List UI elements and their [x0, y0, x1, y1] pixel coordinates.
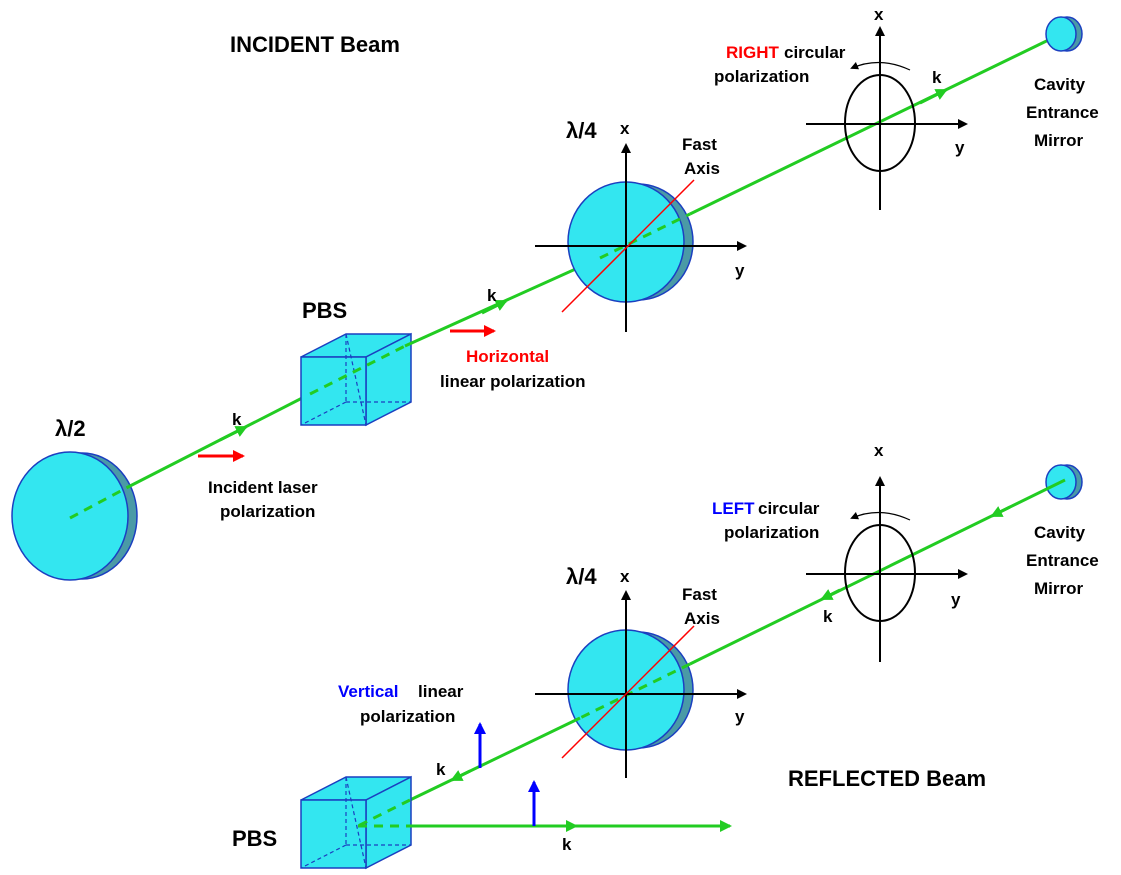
- incident-pol-text-1: Incident laser: [208, 478, 318, 497]
- fast-axis-text-1-reflected: Fast: [682, 585, 717, 604]
- qw-x-label-reflected: x: [620, 567, 630, 586]
- reflected-section: REFLECTED Beam Cavity Entrance Mirror k …: [232, 441, 1099, 870]
- k-label-1: k: [232, 410, 242, 429]
- beam-quarterwave-to-pbs-reflected: [409, 716, 581, 802]
- k-arrow-3: [919, 88, 948, 105]
- mirror-text-1-incident: Cavity: [1034, 75, 1086, 94]
- rotation-arrow-incident: [850, 61, 911, 71]
- circ-y-label-reflected: y: [951, 590, 961, 609]
- k-arrow-reflected-1: [820, 588, 841, 601]
- left-word: LEFT: [712, 499, 755, 518]
- k-arrow-2: [481, 299, 508, 315]
- k-label-reflected-3: k: [562, 835, 572, 854]
- beam-inside-halfwave: [69, 484, 131, 520]
- half-wave-plate: λ/2: [11, 416, 138, 581]
- circular-word-incident: circular: [784, 43, 846, 62]
- k-arrow-1: [219, 425, 248, 442]
- right-word: RIGHT: [726, 43, 780, 62]
- incident-pol-text-2: polarization: [220, 502, 315, 521]
- mirror-text-2-reflected: Entrance: [1026, 551, 1099, 570]
- mirror-text-2-incident: Entrance: [1026, 103, 1099, 122]
- pbs-cube-incident: PBS: [300, 298, 412, 427]
- reflected-title: REFLECTED Beam: [788, 766, 986, 791]
- qw-y-label-incident: y: [735, 261, 745, 280]
- circ-pol-word-reflected: polarization: [724, 523, 819, 542]
- beam-inside-quarterwave-reflected: [579, 662, 691, 720]
- half-wave-label: λ/2: [55, 416, 86, 441]
- cavity-mirror-incident: [1045, 16, 1083, 52]
- k-label-3: k: [932, 68, 942, 87]
- fast-axis-text-1-incident: Fast: [682, 135, 717, 154]
- qw-x-label-incident: x: [620, 119, 630, 138]
- fast-axis-line-reflected: [561, 625, 695, 759]
- mirror-text-3-reflected: Mirror: [1034, 579, 1084, 598]
- mirror-text-1-reflected: Cavity: [1034, 523, 1086, 542]
- horizontal-word: Horizontal: [466, 347, 549, 366]
- rotation-arrow-reflected: [850, 511, 911, 521]
- incident-section: INCIDENT Beam λ/2 k Incident laser polar…: [11, 5, 1099, 581]
- circ-y-label-incident: y: [955, 138, 965, 157]
- circ-x-label-incident: x: [874, 5, 884, 24]
- circular-word-reflected: circular: [758, 499, 820, 518]
- k-label-reflected-2: k: [436, 760, 446, 779]
- pbs-label-incident: PBS: [302, 298, 347, 323]
- fast-axis-line-incident: [561, 179, 695, 313]
- k-arrow-reflected-2: [450, 769, 471, 782]
- quarter-wave-plate-reflected: λ/4: [566, 564, 694, 751]
- k-label-reflected-1: k: [823, 607, 833, 626]
- k-label-2: k: [487, 286, 497, 305]
- circ-ellipse-incident: [844, 74, 916, 172]
- qw-y-label-reflected: y: [735, 707, 745, 726]
- fast-axis-text-2-incident: Axis: [684, 159, 720, 178]
- beam-inside-pbs: [309, 344, 406, 396]
- beam-inside-quarterwave: [599, 212, 691, 260]
- pbs-cube-reflected: PBS: [232, 775, 412, 870]
- quarter-wave-plate-incident: λ/4: [566, 118, 694, 303]
- circ-x-label-reflected: x: [874, 441, 884, 460]
- linear-pol-text: linear polarization: [440, 372, 585, 391]
- vertical-word: Vertical: [338, 682, 399, 701]
- fast-axis-text-2-reflected: Axis: [684, 609, 720, 628]
- circ-pol-word-incident: polarization: [714, 67, 809, 86]
- circ-ellipse-reflected: [844, 524, 916, 622]
- incident-title: INCIDENT Beam: [230, 32, 400, 57]
- quarter-wave-label-reflected: λ/4: [566, 564, 597, 589]
- vertical-pol-word: polarization: [360, 707, 455, 726]
- beam-inside-pbs-reflected: [357, 798, 411, 828]
- linear-word-reflected: linear: [418, 682, 464, 701]
- reflected-arrow-near-mirror: [990, 505, 1011, 518]
- pbs-label-reflected: PBS: [232, 826, 277, 851]
- mirror-text-3-incident: Mirror: [1034, 131, 1084, 150]
- quarter-wave-label-incident: λ/4: [566, 118, 597, 143]
